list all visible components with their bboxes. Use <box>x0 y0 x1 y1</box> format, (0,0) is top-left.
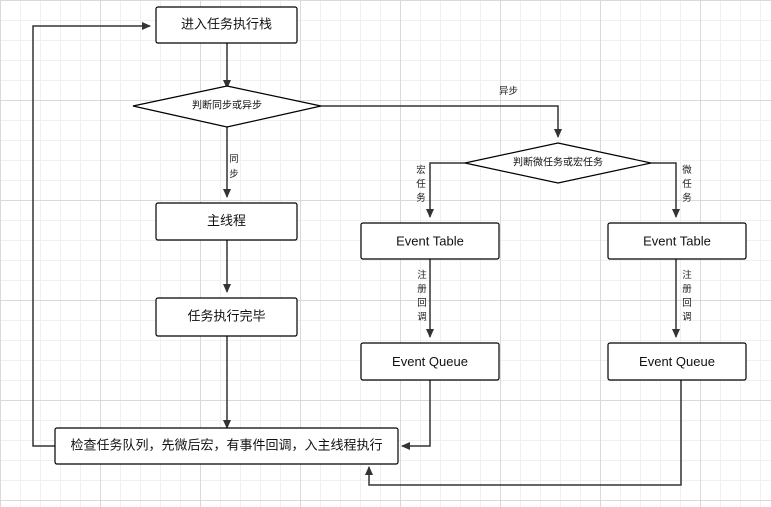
node-main-thread-label: 主线程 <box>207 214 246 229</box>
edge-label-macro-char: 任 <box>416 178 426 190</box>
edge-label-macro-char: 宏 <box>416 164 426 176</box>
node-macro-event-queue[interactable]: Event Queue <box>360 342 500 381</box>
edge-judge-async-to-micro-macro <box>321 105 562 138</box>
node-micro-event-table-label: Event Table <box>643 234 711 249</box>
edge-label-register-char: 注 <box>417 269 427 281</box>
edge-label-register-char: 注 <box>682 269 692 281</box>
node-task-done-label: 任务执行完毕 <box>187 309 265 325</box>
node-judge-micro-macro[interactable]: 判断微任务或宏任务 <box>464 142 652 184</box>
edge-label-sync-char: 同 <box>229 154 239 165</box>
edge-label-register-char: 回 <box>682 298 692 309</box>
edge-label-macro: 宏 任 务 <box>416 164 426 204</box>
node-micro-event-table[interactable]: Event Table <box>607 222 747 260</box>
node-micro-event-queue[interactable]: Event Queue <box>607 342 747 381</box>
edge-label-macro-char: 务 <box>416 192 426 204</box>
edge-check-loop-to-enter <box>32 22 151 447</box>
edge-label-micro-char: 微 <box>682 164 692 176</box>
edge-label-sync: 同 步 <box>229 154 239 180</box>
node-judge-sync-label: 判断同步或异步 <box>192 99 262 112</box>
edge-label-register-char: 回 <box>417 298 427 309</box>
node-macro-event-queue-label: Event Queue <box>392 354 468 369</box>
node-check-queue[interactable]: 检查任务队列，先微后宏，有事件回调，入主线程执行 <box>54 427 399 465</box>
edge-label-sync-char: 步 <box>229 169 239 180</box>
edge-label-micro: 微 任 务 <box>682 164 692 204</box>
edge-label-register-left: 注 册 回 调 <box>417 269 427 323</box>
edge-judge-to-macro-table <box>426 162 465 218</box>
edge-macro-queue-to-check <box>401 380 431 450</box>
edge-label-micro-char: 务 <box>682 192 692 204</box>
node-enter-stack[interactable]: 进入任务执行栈 <box>155 6 298 44</box>
node-judge-micro-macro-label: 判断微任务或宏任务 <box>513 156 603 169</box>
node-check-queue-label: 检查任务队列，先微后宏，有事件回调，入主线程执行 <box>70 438 382 454</box>
edge-label-micro-char: 任 <box>682 178 692 190</box>
node-judge-sync[interactable]: 判断同步或异步 <box>132 85 322 128</box>
edge-label-register-char: 调 <box>417 312 427 323</box>
edge-label-register-right: 注 册 回 调 <box>682 269 692 323</box>
edge-label-register-char: 册 <box>682 284 692 295</box>
node-macro-event-table[interactable]: Event Table <box>360 222 500 260</box>
edge-label-register-char: 册 <box>417 284 427 295</box>
edge-judge-to-micro-table <box>651 162 680 218</box>
node-task-done[interactable]: 任务执行完毕 <box>155 297 298 337</box>
node-macro-event-table-label: Event Table <box>396 234 464 249</box>
node-main-thread[interactable]: 主线程 <box>155 202 298 241</box>
edge-label-register-char: 调 <box>682 312 692 323</box>
node-micro-event-queue-label: Event Queue <box>639 354 715 369</box>
edge-label-async: 异步 <box>499 86 518 97</box>
edge-micro-queue-to-check <box>365 380 682 486</box>
node-enter-stack-label: 进入任务执行栈 <box>181 17 272 33</box>
